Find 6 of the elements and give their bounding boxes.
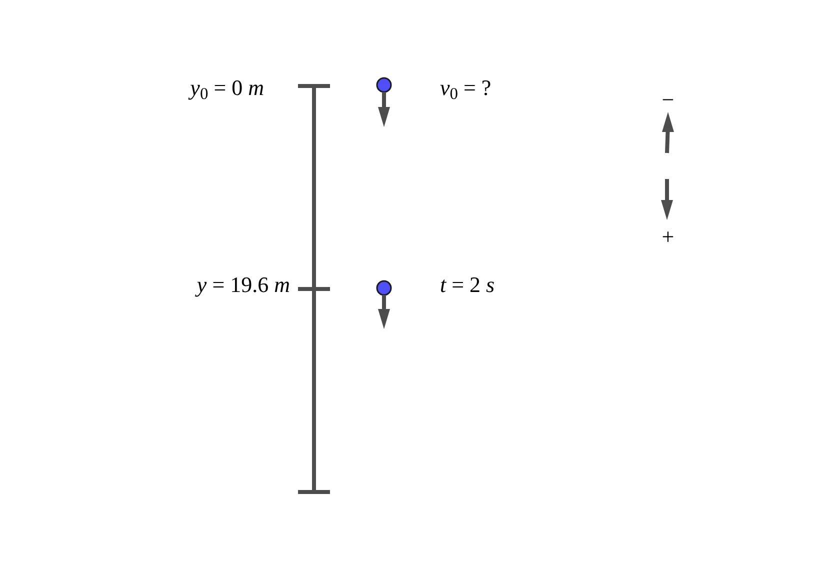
quantity-label: v$_{0}$ = ? — [440, 77, 492, 99]
sign-label: + — [662, 226, 674, 248]
sign-label: − — [662, 89, 674, 111]
quantity-label: t = 2 s — [440, 274, 495, 296]
quantity-label: y$_{0}$ = 0 m — [190, 77, 264, 99]
quantity-label: y = 19.6 m — [196, 274, 290, 296]
